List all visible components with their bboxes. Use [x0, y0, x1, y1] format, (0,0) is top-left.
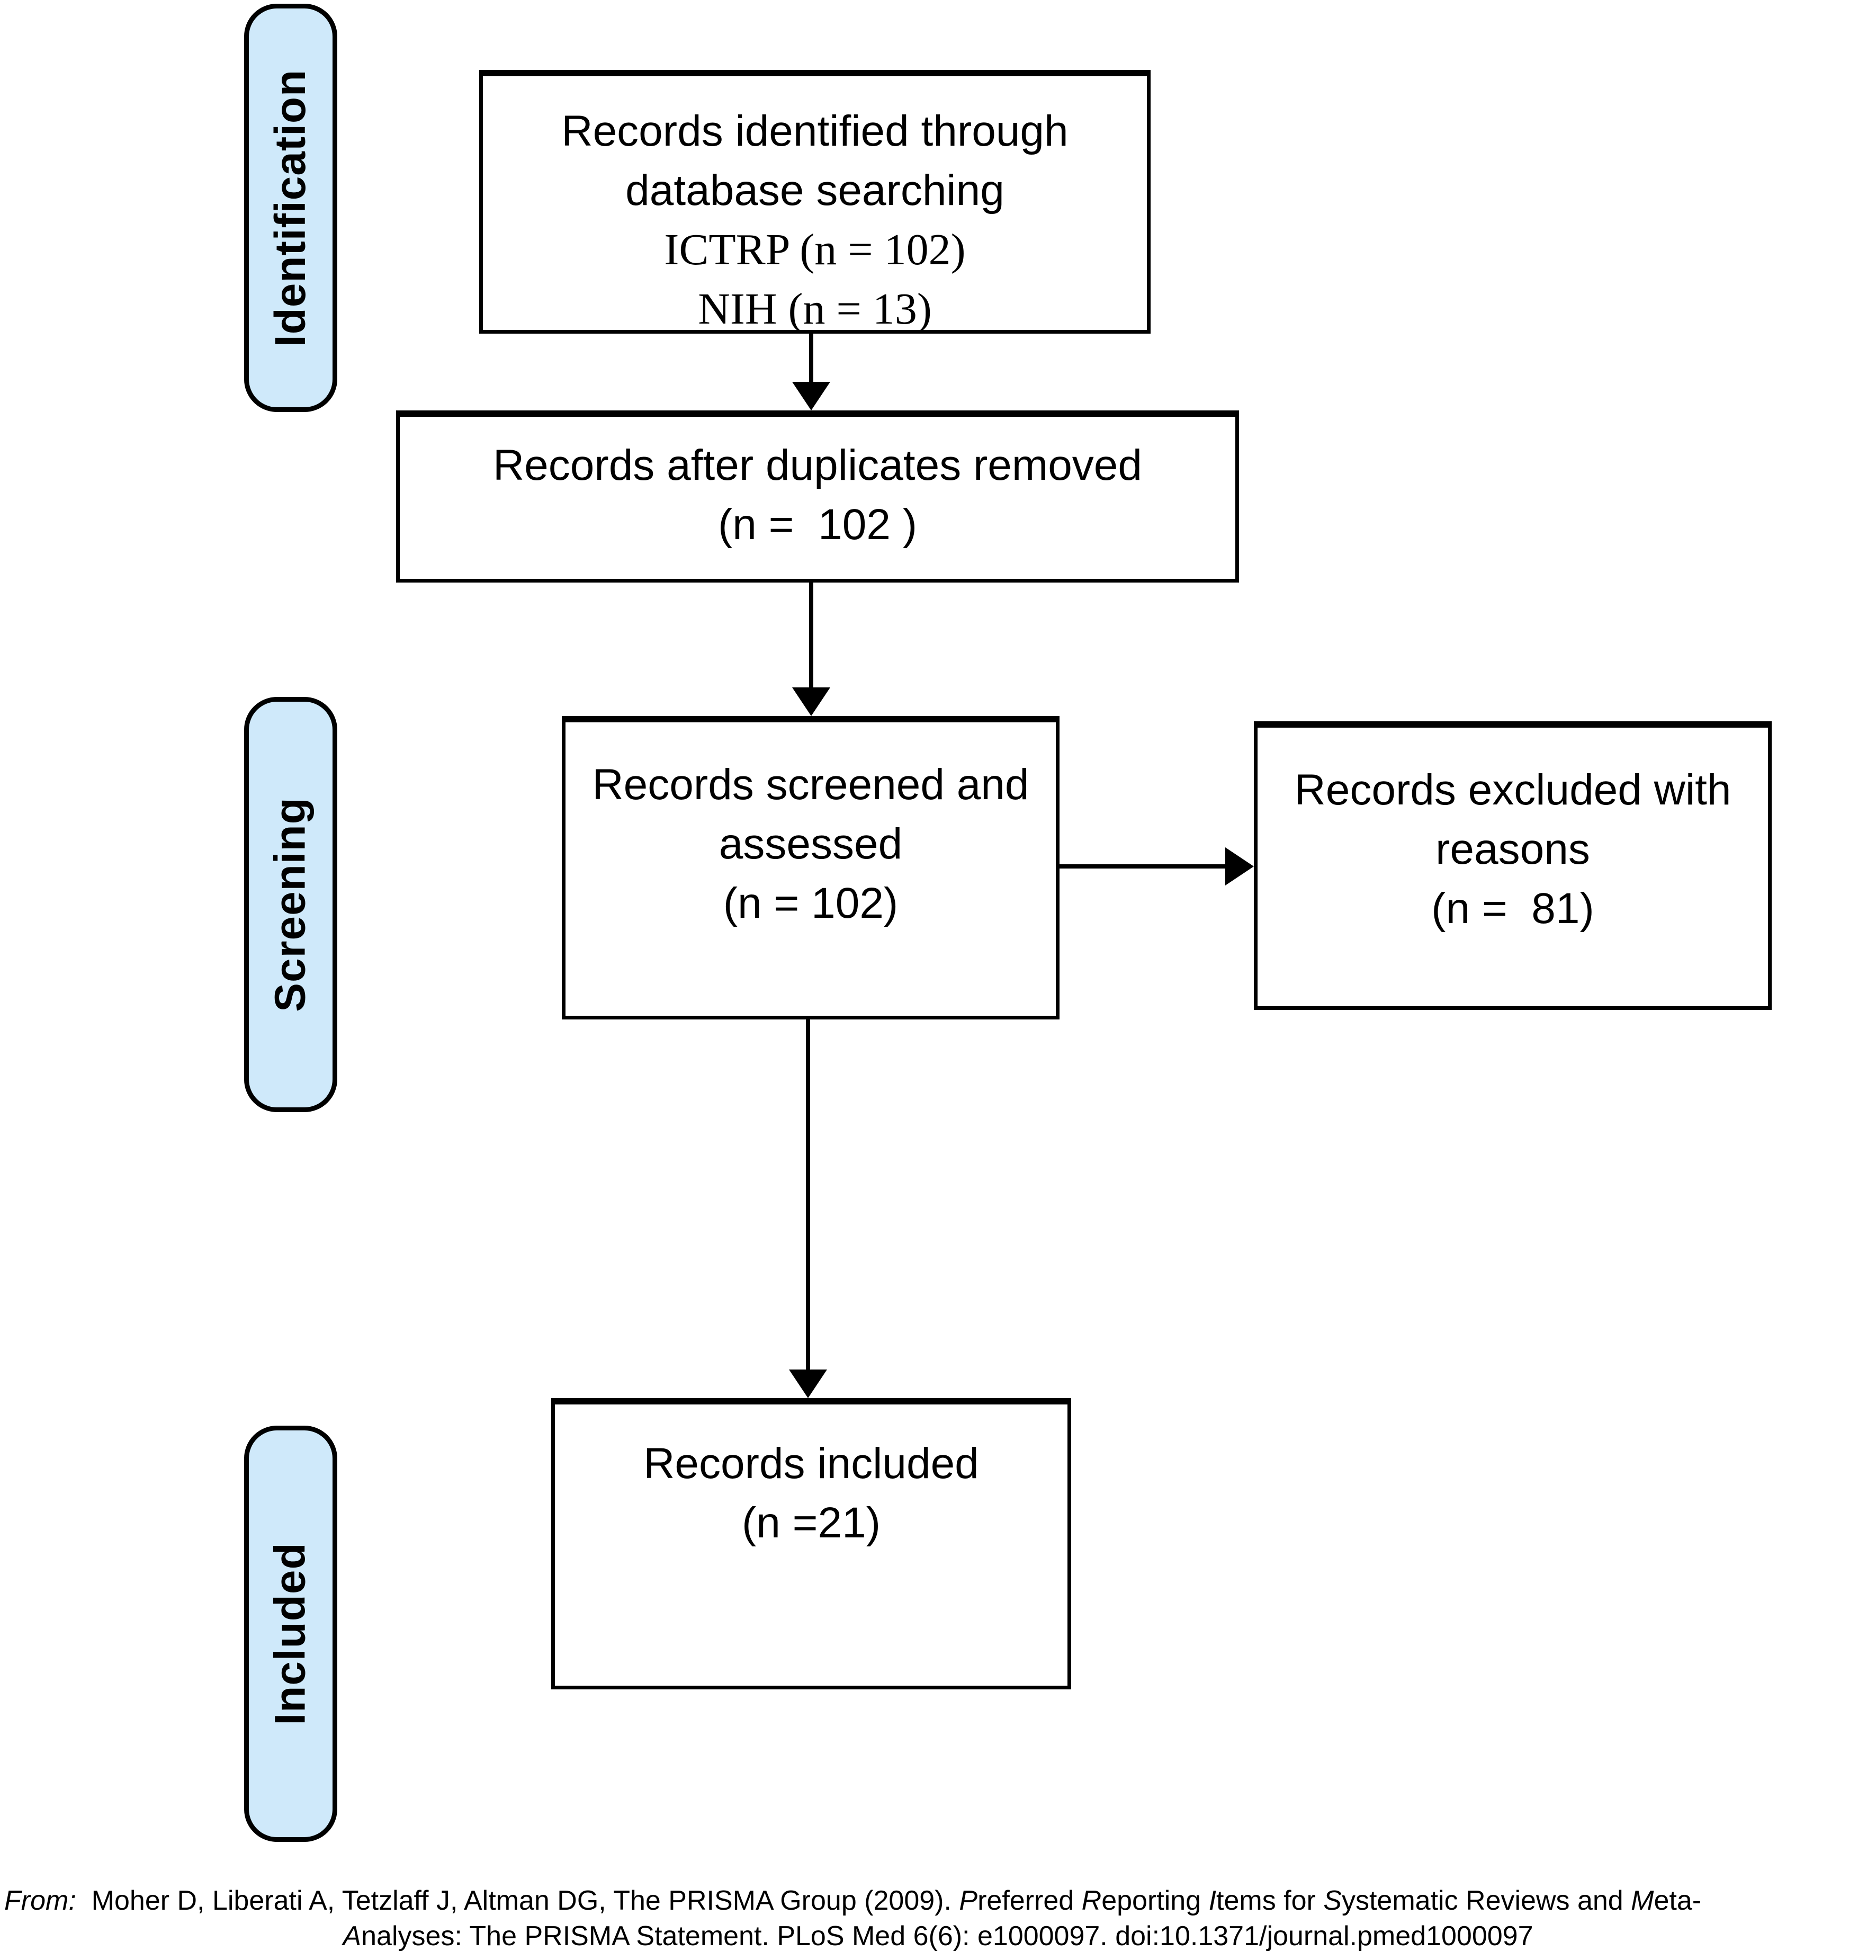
box-records-screened: Records screened and assessed (n = 102) — [562, 716, 1060, 1019]
citation: From: Moher D, Liberati A, Tetzlaff J, A… — [0, 1883, 1876, 1954]
arrow-dedup-to-screened-head-icon — [792, 687, 830, 716]
arrow-screened-to-included-shaft — [806, 1019, 810, 1371]
stage-screening-label: Screening — [266, 797, 315, 1012]
box-records-identified-ictrp-count: ICTRP (n = 102) — [664, 225, 966, 274]
stage-identification: Identification — [244, 4, 337, 412]
box-duplicates-removed-line: Records after duplicates removed — [492, 441, 1143, 489]
stage-included-label: Included — [266, 1542, 315, 1725]
citation-line-2: Analyses: The PRISMA Statement. PLoS Med… — [343, 1921, 1533, 1952]
box-duplicates-removed-count: (n = 102 ) — [717, 500, 918, 549]
box-records-excluded: Records excluded with reasons (n = 81) — [1254, 721, 1772, 1010]
box-records-identified-line: Records identified through — [561, 107, 1069, 155]
stage-identification-label: Identification — [266, 69, 315, 347]
box-records-included-line: Records included — [643, 1439, 979, 1488]
arrow-identified-to-dedup-head-icon — [792, 382, 830, 410]
arrow-screened-to-excluded-shaft — [1060, 864, 1227, 869]
box-records-included-count: (n =21) — [741, 1499, 881, 1547]
box-records-included: Records included (n =21) — [551, 1398, 1071, 1689]
box-records-identified-line: database searching — [625, 166, 1004, 214]
box-records-excluded-line: reasons — [1435, 825, 1590, 873]
box-records-identified: Records identified through database sear… — [479, 70, 1151, 334]
box-records-screened-line: assessed — [719, 820, 903, 868]
stage-included: Included — [244, 1426, 337, 1842]
box-records-identified-nih-count: NIH (n = 13) — [698, 284, 932, 334]
arrow-screened-to-excluded-head-icon — [1225, 847, 1254, 885]
arrow-screened-to-included-head-icon — [789, 1370, 827, 1398]
stage-screening: Screening — [244, 697, 337, 1112]
box-duplicates-removed: Records after duplicates removed (n = 10… — [396, 410, 1239, 583]
box-records-excluded-line: Records excluded with — [1294, 766, 1731, 814]
arrow-identified-to-dedup-shaft — [809, 334, 813, 384]
box-records-screened-count: (n = 102) — [723, 879, 899, 927]
box-records-screened-line: Records screened and — [592, 760, 1029, 809]
box-records-excluded-count: (n = 81) — [1431, 884, 1594, 933]
citation-line-1: From: Moher D, Liberati A, Tetzlaff J, A… — [4, 1885, 1702, 1916]
arrow-dedup-to-screened-shaft — [809, 583, 813, 691]
